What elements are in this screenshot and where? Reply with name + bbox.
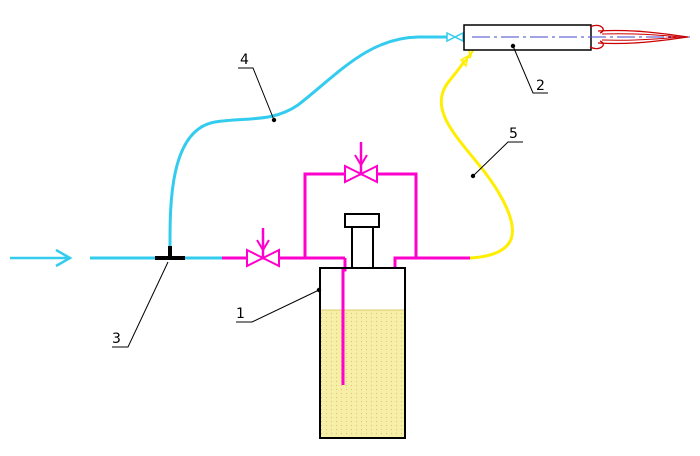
callout-label-2: 2 — [536, 78, 545, 94]
callout-1: 1 — [236, 287, 322, 323]
gas-hose — [168, 35, 447, 253]
callout-2: 2 — [510, 43, 548, 94]
gas-fitting — [446, 31, 457, 43]
callout-4: 4 — [238, 52, 277, 123]
liquid-fill — [320, 310, 405, 438]
arrow-right-icon — [10, 248, 73, 268]
callout-label-4: 4 — [240, 52, 249, 68]
burner-nozzle — [463, 24, 690, 51]
flame-icon — [589, 24, 689, 50]
gas-line — [10, 31, 464, 268]
callout-3: 3 — [112, 261, 169, 348]
callout-label-5: 5 — [509, 126, 518, 142]
callout-5: 5 — [470, 126, 523, 179]
mixture-hose — [439, 43, 514, 260]
valve-icon[interactable] — [246, 228, 280, 268]
tee-junction — [155, 246, 185, 260]
filler-cap[interactable] — [344, 213, 380, 228]
valve-icon[interactable] — [344, 142, 378, 184]
filler-neck — [351, 225, 374, 269]
liquid-line — [222, 142, 470, 385]
callout-label-1: 1 — [236, 306, 245, 322]
callout-label-3: 3 — [112, 331, 121, 347]
outlet-tube — [393, 256, 470, 268]
container-vessel — [319, 213, 406, 439]
